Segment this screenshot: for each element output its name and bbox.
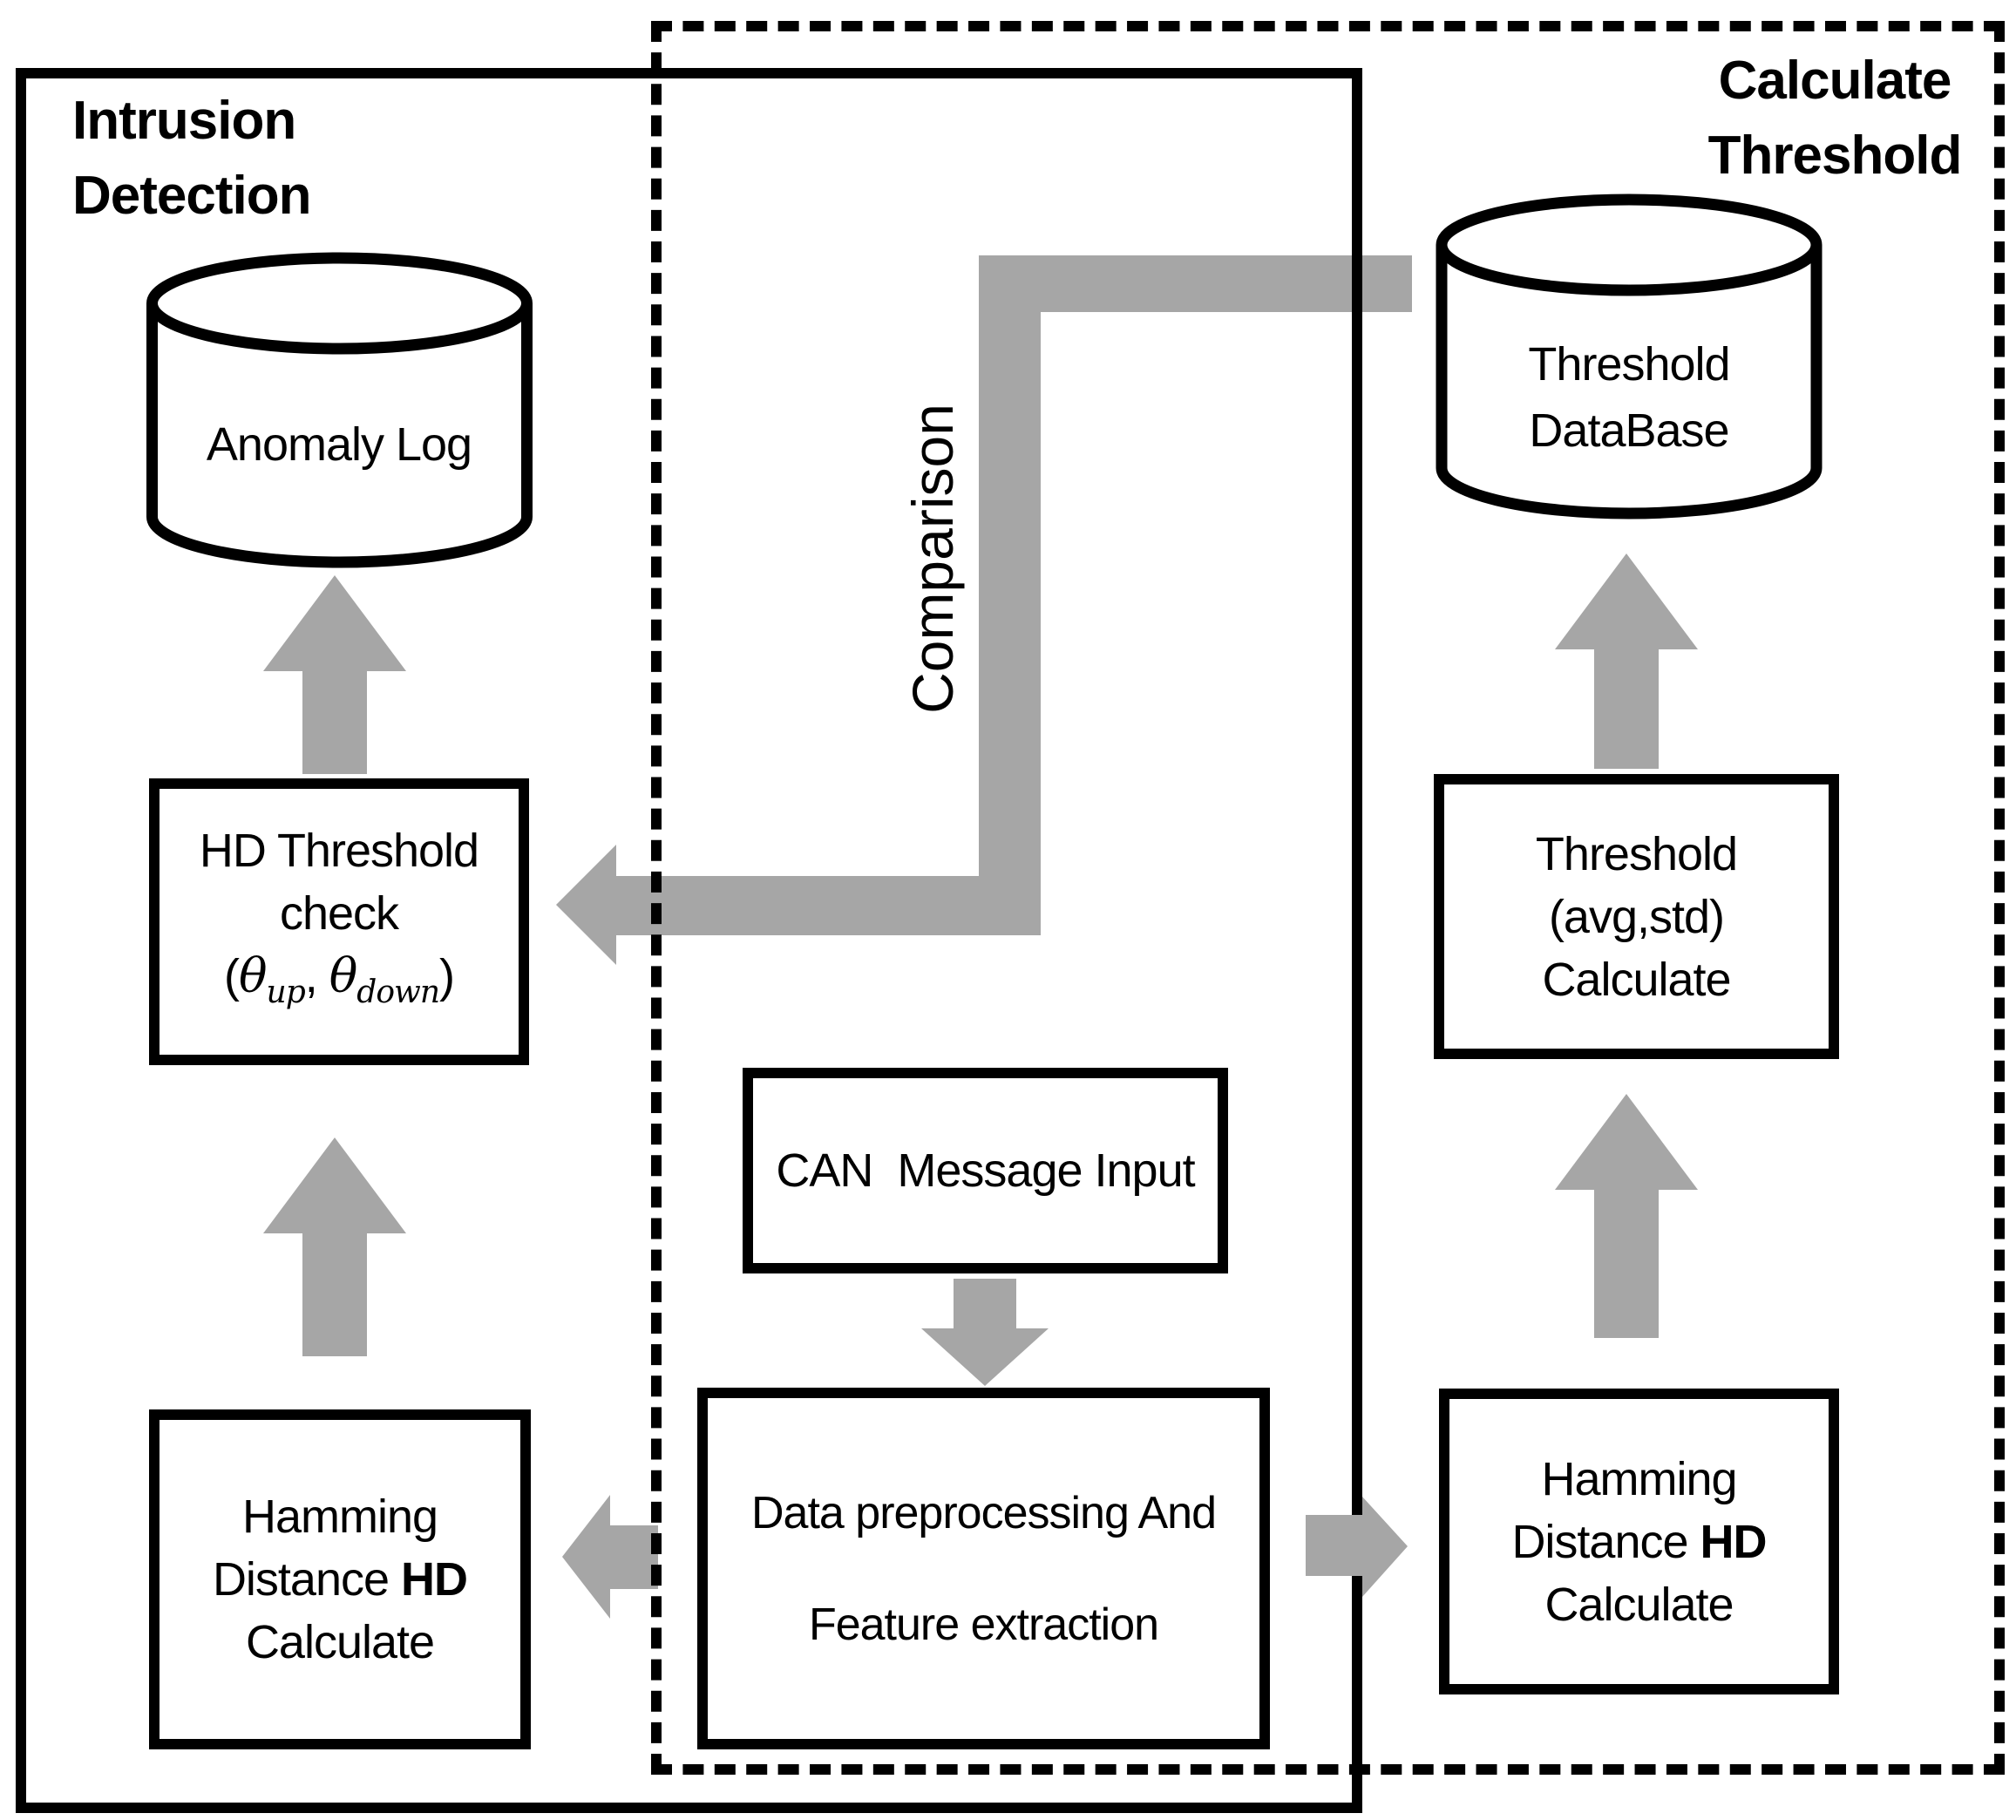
hamming-right-line3: Calculate [1544, 1578, 1734, 1631]
threshold-calculate-line3: Calculate [1542, 953, 1731, 1006]
hd-threshold-check-line1: HD Threshold [199, 825, 479, 878]
hamming-left-line1: Hamming [241, 1491, 438, 1543]
math-theta-up: θ [239, 948, 268, 1004]
threshold-database-label-line2: DataBase [1529, 404, 1729, 457]
anomaly-log-cylinder-top [146, 252, 533, 355]
threshold-calculate-line1: Threshold [1535, 827, 1738, 880]
math-close-paren: ) [439, 950, 455, 1003]
can-message-input-box: CAN Message Input [743, 1068, 1228, 1273]
threshold-database-label-line1: Threshold [1528, 338, 1730, 390]
threshold-database-cylinder-top [1436, 194, 1823, 296]
intrusion-detection-label-line1: Intrusion [72, 91, 296, 151]
threshold-database-label: Threshold DataBase [1446, 331, 1812, 464]
anomaly-log-cylinder-body [146, 303, 533, 568]
hamming-left-line3: Calculate [245, 1616, 435, 1668]
data-preprocessing-box: Data preprocessing And Feature extractio… [697, 1388, 1270, 1749]
threshold-calculate-box: Threshold (avg,std) Calculate [1434, 774, 1839, 1059]
calculate-threshold-label-line1: Calculate [1718, 51, 1952, 111]
calculate-threshold-label: Calculate Threshold [1652, 44, 2016, 194]
math-comma: , [304, 950, 329, 1003]
math-open-paren: ( [224, 950, 240, 1003]
hamming-left-line2-normal: Distance [212, 1553, 402, 1606]
hd-threshold-check-line2: check [279, 887, 399, 941]
math-sub-down: down [356, 974, 440, 1010]
anomaly-log-label: Anomaly Log [206, 418, 472, 471]
comparison-label: Comparison [900, 404, 965, 714]
hamming-right-line1: Hamming [1541, 1452, 1737, 1505]
hd-threshold-check-box: HD Threshold check (θup, θdown) [149, 778, 529, 1065]
math-sub-up: up [266, 974, 306, 1010]
hamming-distance-right-box: Hamming Distance HD Calculate [1439, 1389, 1839, 1694]
hamming-right-line2-bold: HD [1700, 1515, 1768, 1568]
hamming-distance-left-box: Hamming Distance HD Calculate [149, 1409, 531, 1749]
intrusion-detection-label: Intrusion Detection [72, 84, 311, 234]
anomaly-log-cylinder [146, 252, 533, 568]
can-message-input-label: CAN Message Input [776, 1144, 1195, 1197]
math-theta-down: θ [329, 948, 358, 1004]
intrusion-detection-label-line2: Detection [72, 166, 311, 226]
hamming-right-line2: Distance HD [1511, 1511, 1768, 1573]
data-preprocessing-line2: Feature extraction [808, 1599, 1159, 1650]
threshold-database-cylinder-body [1436, 245, 1823, 520]
hamming-left-line2-bold: HD [401, 1553, 468, 1606]
threshold-database-cylinder [1436, 194, 1823, 520]
calculate-threshold-label-line2: Threshold [1707, 126, 1963, 186]
data-preprocessing-line1: Data preprocessing And [750, 1487, 1217, 1538]
hd-threshold-check-math: (θup, θdown) [224, 945, 455, 1024]
hamming-left-line2: Distance HD [212, 1548, 468, 1611]
threshold-calculate-line2: (avg,std) [1548, 890, 1725, 943]
hamming-right-line2-normal: Distance [1511, 1515, 1700, 1568]
